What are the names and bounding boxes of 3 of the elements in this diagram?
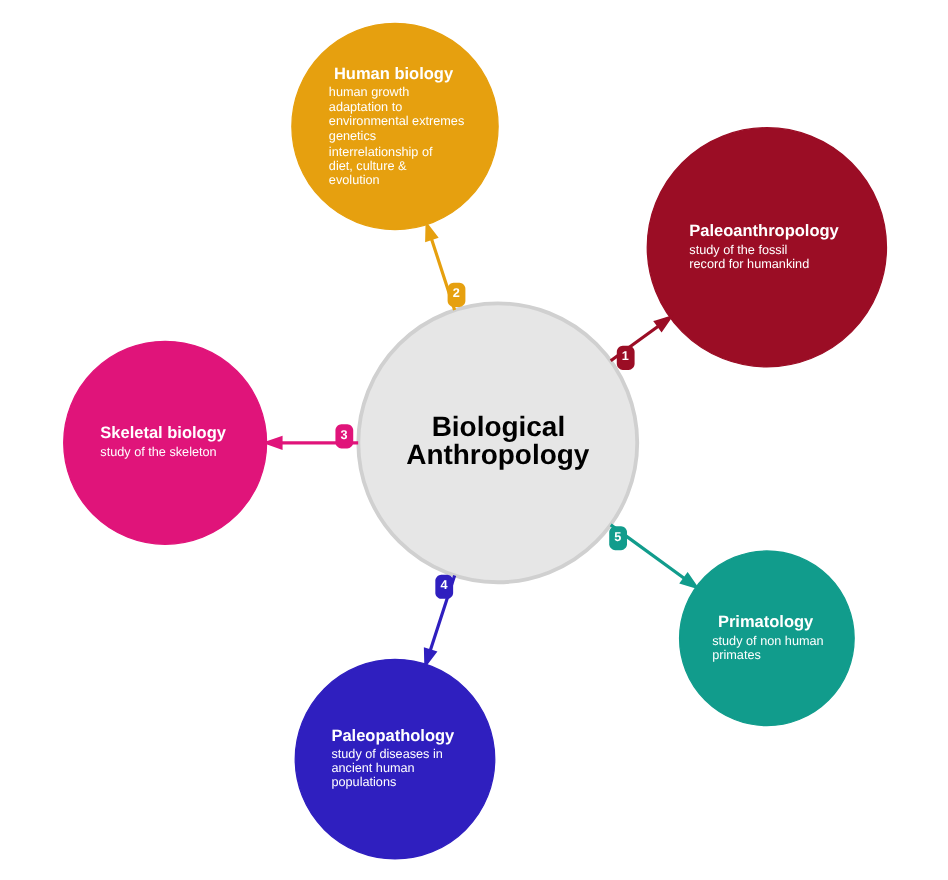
arrow xyxy=(261,434,358,449)
arrow xyxy=(608,313,673,362)
arrow xyxy=(424,219,456,310)
